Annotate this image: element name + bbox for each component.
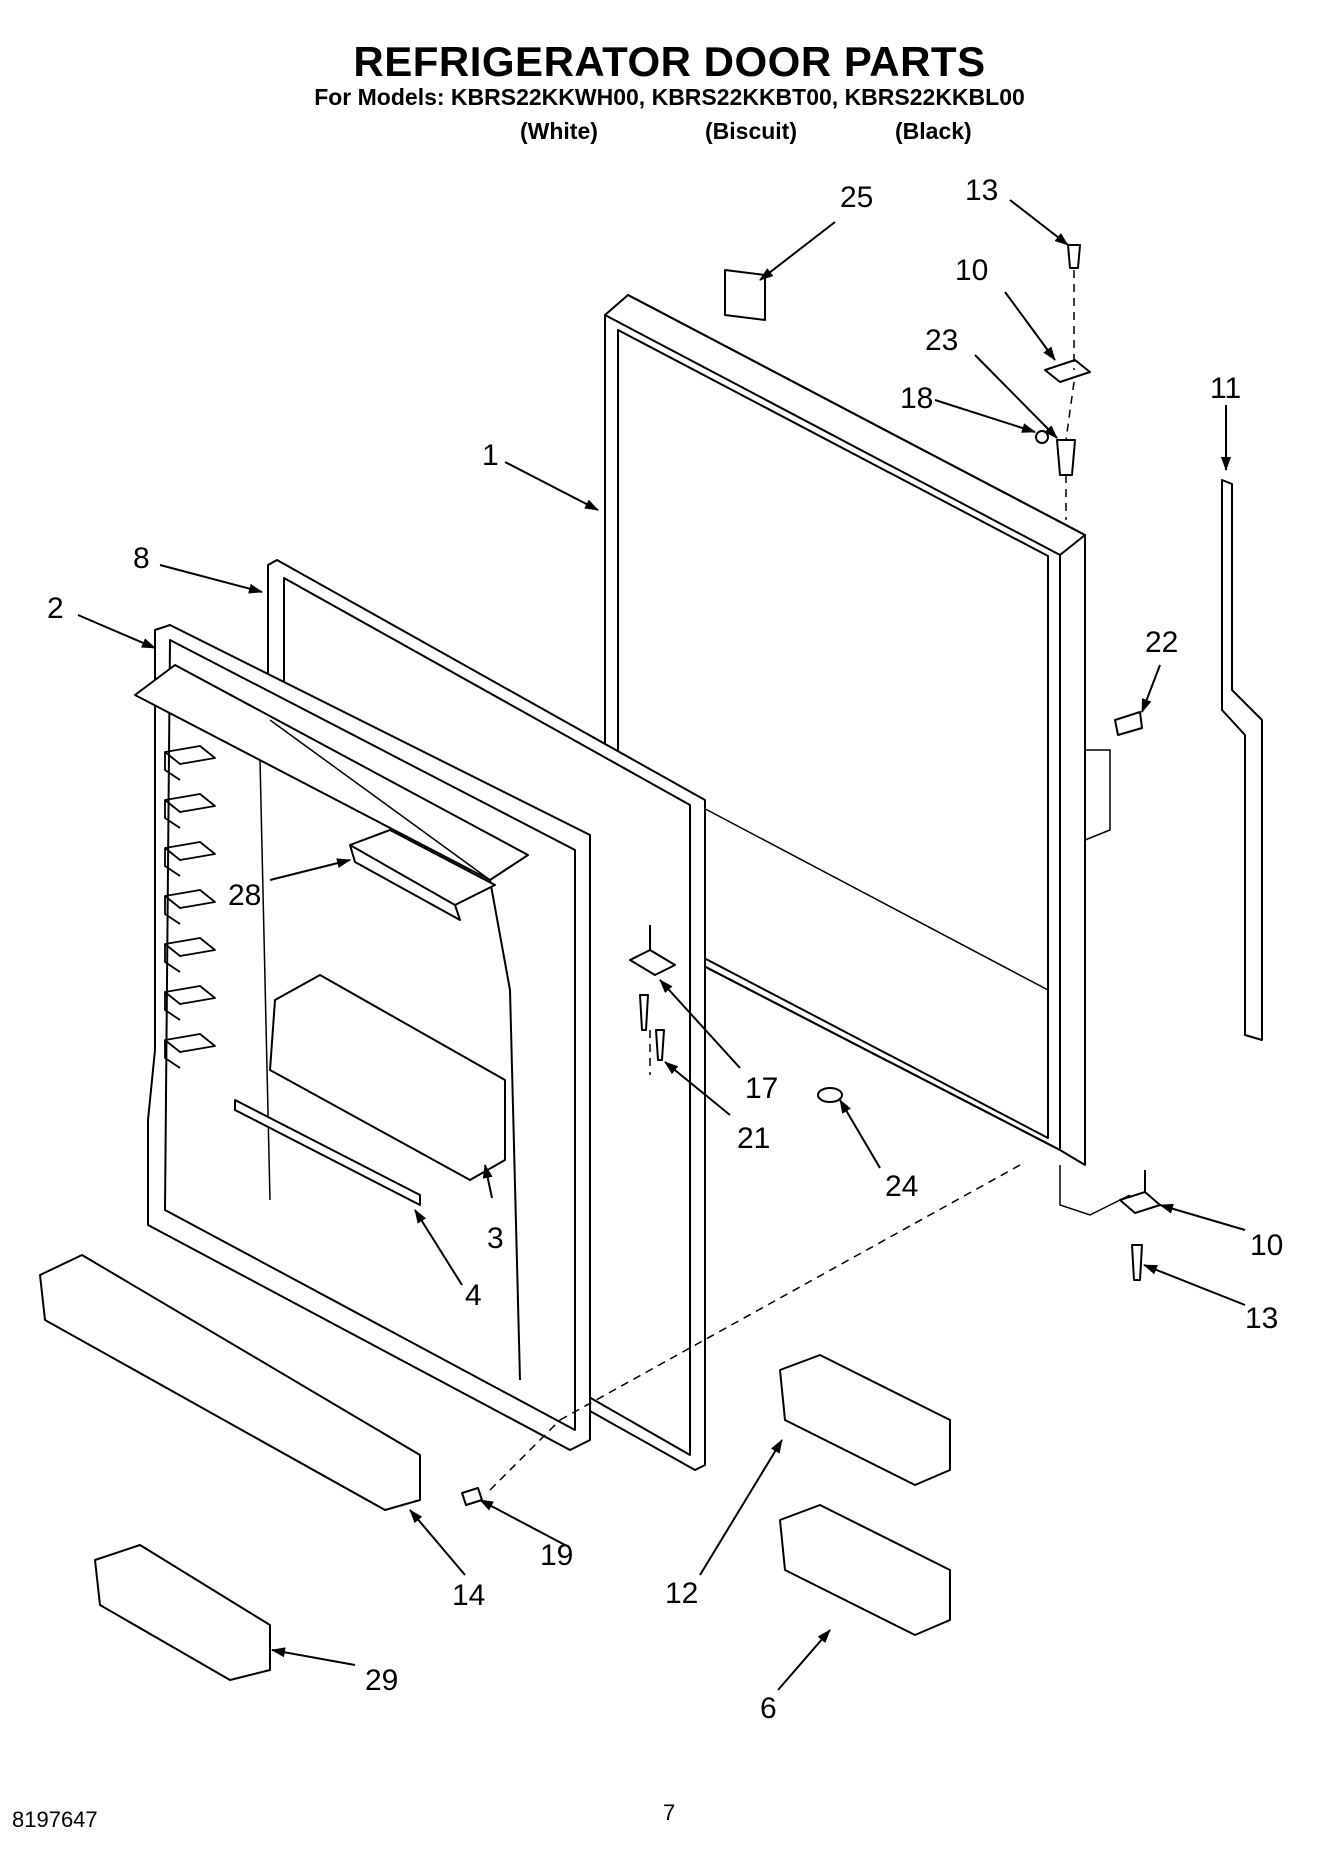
variant-biscuit: (Biscuit) xyxy=(705,118,797,144)
callout-22: 22 xyxy=(1145,626,1178,659)
part-19-screw xyxy=(461,1487,483,1506)
part-24-plug xyxy=(817,1087,843,1103)
part-10-top-hinge xyxy=(1044,359,1091,383)
part-13-bottom-screw xyxy=(1131,1244,1143,1281)
callout-10-bottom: 10 xyxy=(1250,1229,1283,1262)
callout-17: 17 xyxy=(745,1072,778,1105)
part-11-trim xyxy=(1221,479,1263,1041)
callout-14: 14 xyxy=(452,1579,485,1612)
callout-23: 23 xyxy=(925,324,958,357)
page-title: REFRIGERATOR DOOR PARTS xyxy=(353,38,986,85)
callout-24: 24 xyxy=(885,1170,918,1203)
part-12-bin xyxy=(779,1354,951,1486)
callout-4: 4 xyxy=(465,1279,482,1312)
callout-13-top: 13 xyxy=(965,174,998,207)
variant-black: (Black) xyxy=(895,118,972,144)
part-17-bracket xyxy=(629,925,676,976)
part-28-dairy-door xyxy=(349,829,496,921)
liner-shelf-ledges xyxy=(164,745,216,1069)
callout-3: 3 xyxy=(487,1222,504,1255)
model-list: For Models: KBRS22KKWH00, KBRS22KKBT00, … xyxy=(314,84,1025,110)
part-25-label xyxy=(724,269,766,321)
part-1-outer-door xyxy=(604,294,1086,1166)
part-6-bin xyxy=(779,1504,951,1636)
callout-21: 21 xyxy=(737,1122,770,1155)
part-14-door-bin xyxy=(39,1254,421,1511)
part-4-retainer xyxy=(234,1099,421,1206)
callout-12: 12 xyxy=(665,1577,698,1610)
callout-29: 29 xyxy=(365,1664,398,1697)
callout-10-top: 10 xyxy=(955,254,988,287)
hinge-leader-lines xyxy=(1059,749,1131,1216)
part-10-bottom-hinge xyxy=(1119,1170,1161,1214)
callout-19: 19 xyxy=(540,1539,573,1572)
callout-8: 8 xyxy=(133,542,150,575)
part-13-top-screw xyxy=(1067,244,1081,269)
part-29-egg-tray xyxy=(94,1544,271,1681)
document-number: 8197647 xyxy=(12,1807,98,1832)
callout-13-bottom: 13 xyxy=(1245,1302,1278,1335)
callout-25: 25 xyxy=(840,181,873,214)
part-18-plug xyxy=(1035,430,1049,444)
callout-6: 6 xyxy=(760,1692,777,1725)
page-number: 7 xyxy=(663,1800,676,1825)
callout-2: 2 xyxy=(47,592,64,625)
callout-leaders xyxy=(77,199,1246,1691)
part-3-dairy-bin xyxy=(269,974,506,1181)
callout-numbers: 25 13 10 23 18 11 1 8 2 22 28 17 21 24 3… xyxy=(47,174,1283,1725)
callout-11: 11 xyxy=(1210,372,1241,405)
callout-18: 18 xyxy=(900,382,933,415)
assembly-lines xyxy=(489,270,1075,1491)
variant-white: (White) xyxy=(520,118,598,144)
part-22-screw xyxy=(1114,711,1143,736)
part-23-bushing xyxy=(1056,439,1076,476)
callout-1: 1 xyxy=(482,439,499,472)
part-21-screw xyxy=(639,994,665,1061)
callout-28: 28 xyxy=(228,879,261,912)
